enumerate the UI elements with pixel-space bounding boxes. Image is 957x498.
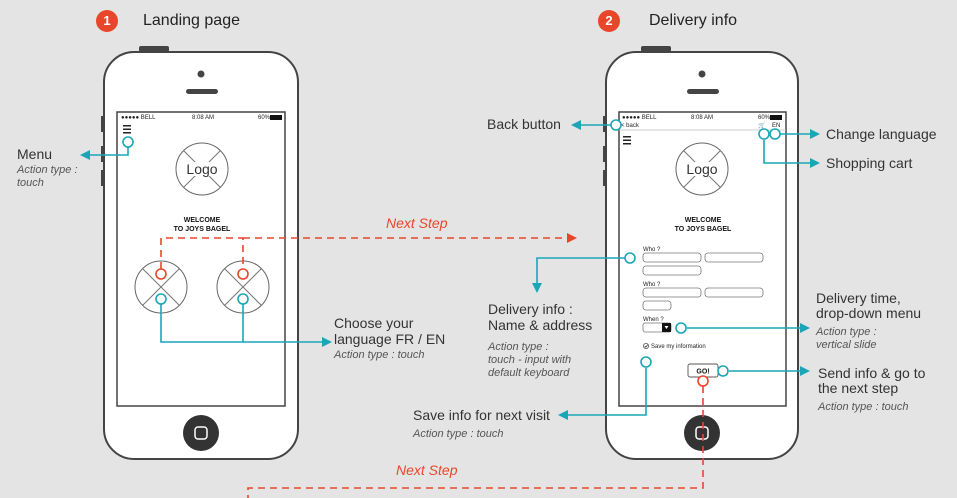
save-info-action: Action type : touch [413, 428, 504, 440]
hamburger-menu-icon[interactable] [123, 125, 131, 134]
hamburger-menu-icon-2[interactable] [623, 136, 631, 145]
delivery-info-action-3: default keyboard [488, 367, 570, 379]
status-time: 8:08 AM [192, 115, 214, 121]
phone-1-logo-icon [175, 142, 229, 196]
phone-1-camera [197, 70, 205, 78]
phone-1-logo-text: Logo [186, 161, 217, 177]
battery-icon-2 [770, 115, 782, 120]
delivery-info-label-1: Delivery info : [488, 301, 573, 317]
address-input-2[interactable] [704, 287, 764, 298]
delivery-time-label-2: drop-down menu [816, 305, 922, 321]
menu-action-2: touch [17, 177, 44, 189]
send-info-action: Action type : touch [818, 401, 909, 413]
delivery-info-action-1: Action type : [488, 341, 549, 353]
phone-1-speaker [186, 89, 218, 94]
language-toggle[interactable]: EN [772, 123, 780, 129]
connectors [80, 120, 820, 498]
who-label-1: Who ? [643, 247, 661, 253]
cart-icon[interactable]: 🛒 [758, 121, 766, 129]
phone-2: ●●●●● BELL 8:08 AM 60% < back 🛒 EN Logo … [603, 46, 799, 460]
delivery-info-label-2: Name & address [488, 317, 593, 333]
next-step-label-1: Next Step [386, 215, 448, 231]
name-input-1[interactable] [642, 252, 702, 263]
step-1-badge: 1 [96, 10, 118, 32]
choose-language-label-1: Choose your [334, 315, 414, 331]
shopping-cart-label: Shopping cart [826, 155, 913, 171]
delivery-time-action-1: Action type : [816, 326, 877, 338]
status-carrier: ●●●●● BELL [121, 115, 156, 121]
menu-label: Menu [17, 146, 53, 162]
menu-action-1: Action type : [17, 164, 78, 176]
back-button-label: Back button [487, 116, 561, 132]
step-2-title: Delivery info [649, 12, 738, 29]
choose-language-action: Action type : touch [334, 349, 425, 361]
who-label-2: Who ? [643, 282, 661, 288]
phone-1-welcome-1: WELCOME [184, 217, 221, 224]
address-input-3[interactable] [642, 300, 672, 311]
phone-2-speaker [687, 89, 719, 94]
phone-1-home-button[interactable] [183, 415, 219, 451]
status-time-2: 8:08 AM [691, 115, 713, 121]
name-input-3[interactable] [642, 265, 702, 276]
phone-2-home-button[interactable] [684, 415, 720, 451]
save-info-label: Save my information [651, 344, 706, 350]
address-input-1[interactable] [642, 287, 702, 298]
phone-2-camera [698, 70, 706, 78]
change-language-label: Change language [826, 126, 937, 142]
phone-2-logo-text: Logo [686, 161, 717, 177]
battery-icon [270, 115, 282, 120]
send-info-label-2: the next step [818, 380, 899, 396]
save-info-checkbox[interactable] [643, 342, 650, 349]
status-carrier-2: ●●●●● BELL [622, 115, 657, 121]
delivery-time-label-1: Delivery time, [816, 290, 901, 306]
go-button-label: GO! [696, 369, 709, 376]
phone-2-welcome-2: TO JOYS BAGEL [675, 226, 732, 233]
step-2-badge: 2 [598, 10, 620, 32]
phone-1-screen [116, 111, 286, 407]
status-battery-2: 60% [758, 115, 771, 121]
send-info-label-1: Send info & go to [818, 365, 926, 381]
back-link[interactable]: < back [621, 123, 640, 129]
delivery-info-action-2: touch - input with [488, 354, 572, 366]
step-1-title: Landing page [143, 12, 240, 29]
save-info-annotation: Save info for next visit [413, 407, 550, 423]
choose-language-label-2: language FR / EN [334, 331, 446, 347]
phone-2-logo-icon [675, 142, 729, 196]
phone-2-welcome-1: WELCOME [685, 217, 722, 224]
name-input-2[interactable] [704, 252, 764, 263]
status-battery: 60% [258, 115, 271, 121]
phone-1: ●●●●● BELL 8:08 AM 60% Logo WELCOME TO J… [101, 46, 299, 460]
delivery-time-action-2: vertical slide [816, 339, 877, 351]
when-label: When ? [643, 317, 664, 323]
phone-1-welcome-2: TO JOYS BAGEL [174, 226, 231, 233]
next-step-label-2: Next Step [396, 462, 458, 478]
connector-dots [122, 119, 781, 387]
